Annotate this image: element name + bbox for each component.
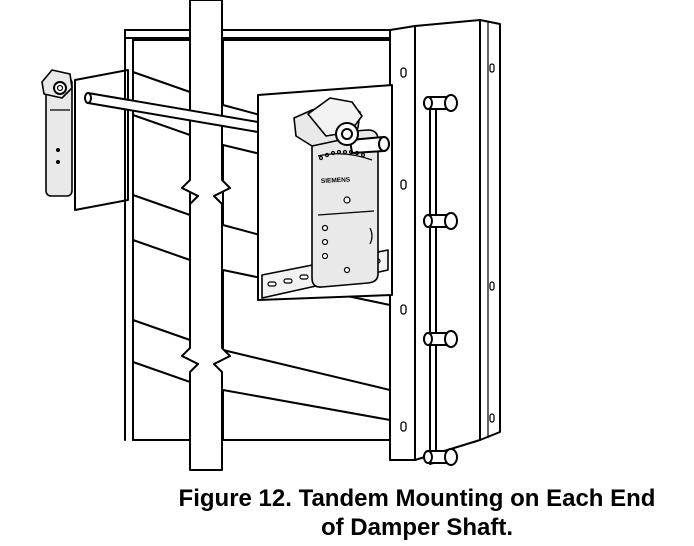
figure-caption: Figure 12. Tandem Mounting on Each End o…: [140, 484, 694, 542]
damper-tandem-mounting-illustration: SIEMENS: [41, 0, 501, 471]
right-frame-channel: [389, 19, 501, 461]
blade-linkage: [423, 94, 458, 466]
linkage-pin: [423, 448, 458, 466]
left-actuator: [41, 69, 73, 197]
break-line-strip: [181, 0, 231, 471]
right-actuator: SIEMENS: [293, 97, 390, 288]
damper-shaft: [84, 92, 259, 133]
caption-line-1: Figure 12. Tandem Mounting on Each End: [178, 485, 656, 512]
caption-line-2: of Damper Shaft.: [320, 514, 514, 541]
linkage-pin: [423, 330, 458, 348]
linkage-pin: [423, 94, 458, 112]
linkage-pin: [423, 212, 458, 230]
actuator-brand-label: SIEMENS: [321, 176, 351, 185]
left-mounting-plate: [74, 69, 129, 211]
